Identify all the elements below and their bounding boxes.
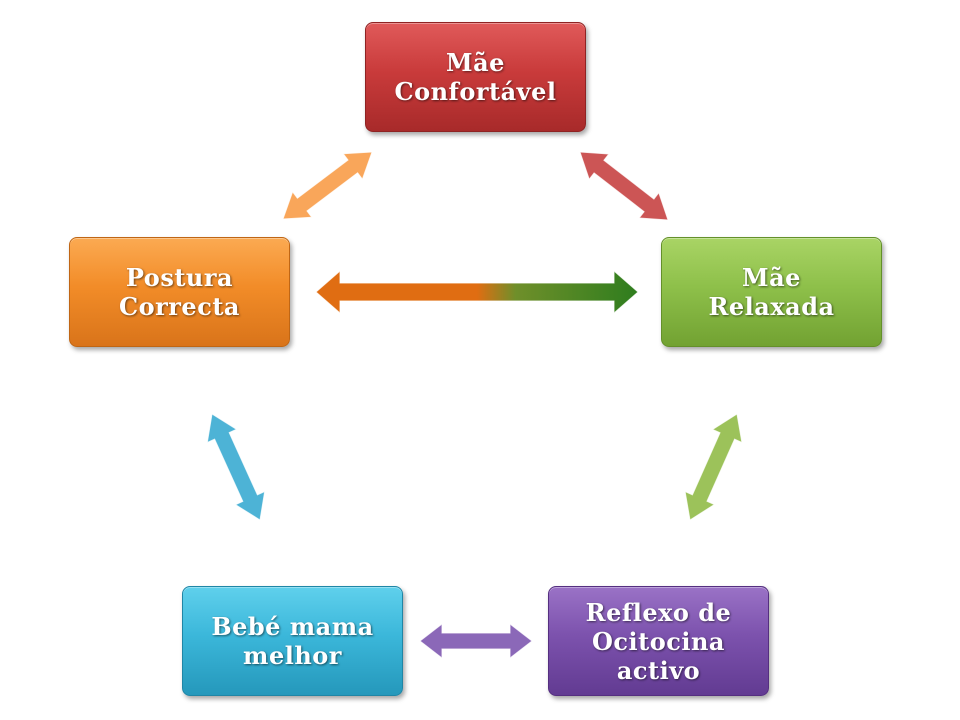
node-mae-relaxada: Mãe Relaxada (661, 237, 882, 347)
node-postura-correcta: Postura Correcta (69, 237, 290, 347)
arrow-postura-to-relaxada (315, 269, 639, 315)
node-reflexo-ocitocina: Reflexo de Ocitocina activo (548, 586, 769, 696)
arrow-bebe-to-reflexo (419, 622, 533, 660)
node-mae-confortavel: Mãe Confortável (365, 22, 586, 132)
arrow-postura-to-confortavel (282, 151, 373, 220)
arrow-confortavel-to-relaxada (579, 151, 669, 221)
arrow-relaxada-to-reflexo (684, 413, 743, 521)
node-bebe-mama-melhor: Bebé mama melhor (182, 586, 403, 696)
arrow-postura-to-bebe (206, 413, 266, 521)
